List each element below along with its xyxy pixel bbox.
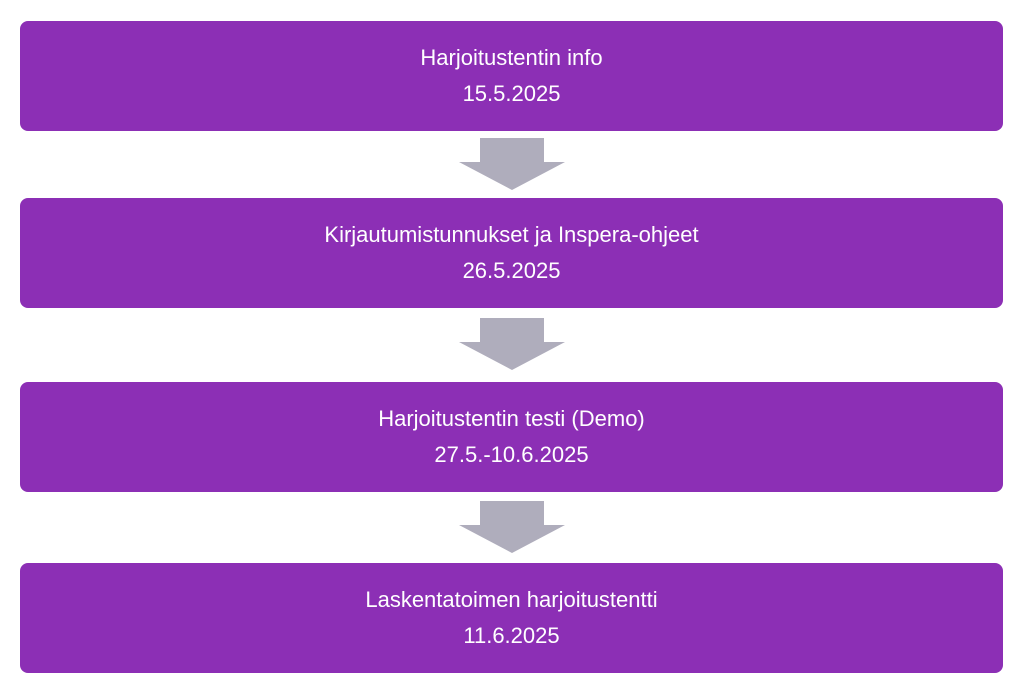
step-title: Laskentatoimen harjoitustentti bbox=[365, 587, 658, 612]
step-date: 27.5.-10.6.2025 bbox=[434, 442, 589, 467]
step-date: 15.5.2025 bbox=[462, 81, 561, 106]
step-title: Harjoitustentin testi (Demo) bbox=[378, 406, 645, 431]
flow-step-credentials: Kirjautumistunnukset ja Inspera-ohjeet 2… bbox=[20, 198, 1003, 308]
down-arrow-icon bbox=[459, 138, 565, 190]
step-title: Harjoitustentin info bbox=[420, 45, 603, 70]
step-date: 26.5.2025 bbox=[462, 258, 561, 283]
down-arrow-icon bbox=[459, 501, 565, 553]
flow-step-demo-test: Harjoitustentin testi (Demo) 27.5.-10.6.… bbox=[20, 382, 1003, 492]
step-date: 11.6.2025 bbox=[463, 623, 560, 648]
down-arrow-icon bbox=[459, 318, 565, 370]
flow-step-practice-exam: Laskentatoimen harjoitustentti 11.6.2025 bbox=[20, 563, 1003, 673]
step-title: Kirjautumistunnukset ja Inspera-ohjeet bbox=[324, 222, 699, 247]
flow-step-info: Harjoitustentin info 15.5.2025 bbox=[20, 21, 1003, 131]
